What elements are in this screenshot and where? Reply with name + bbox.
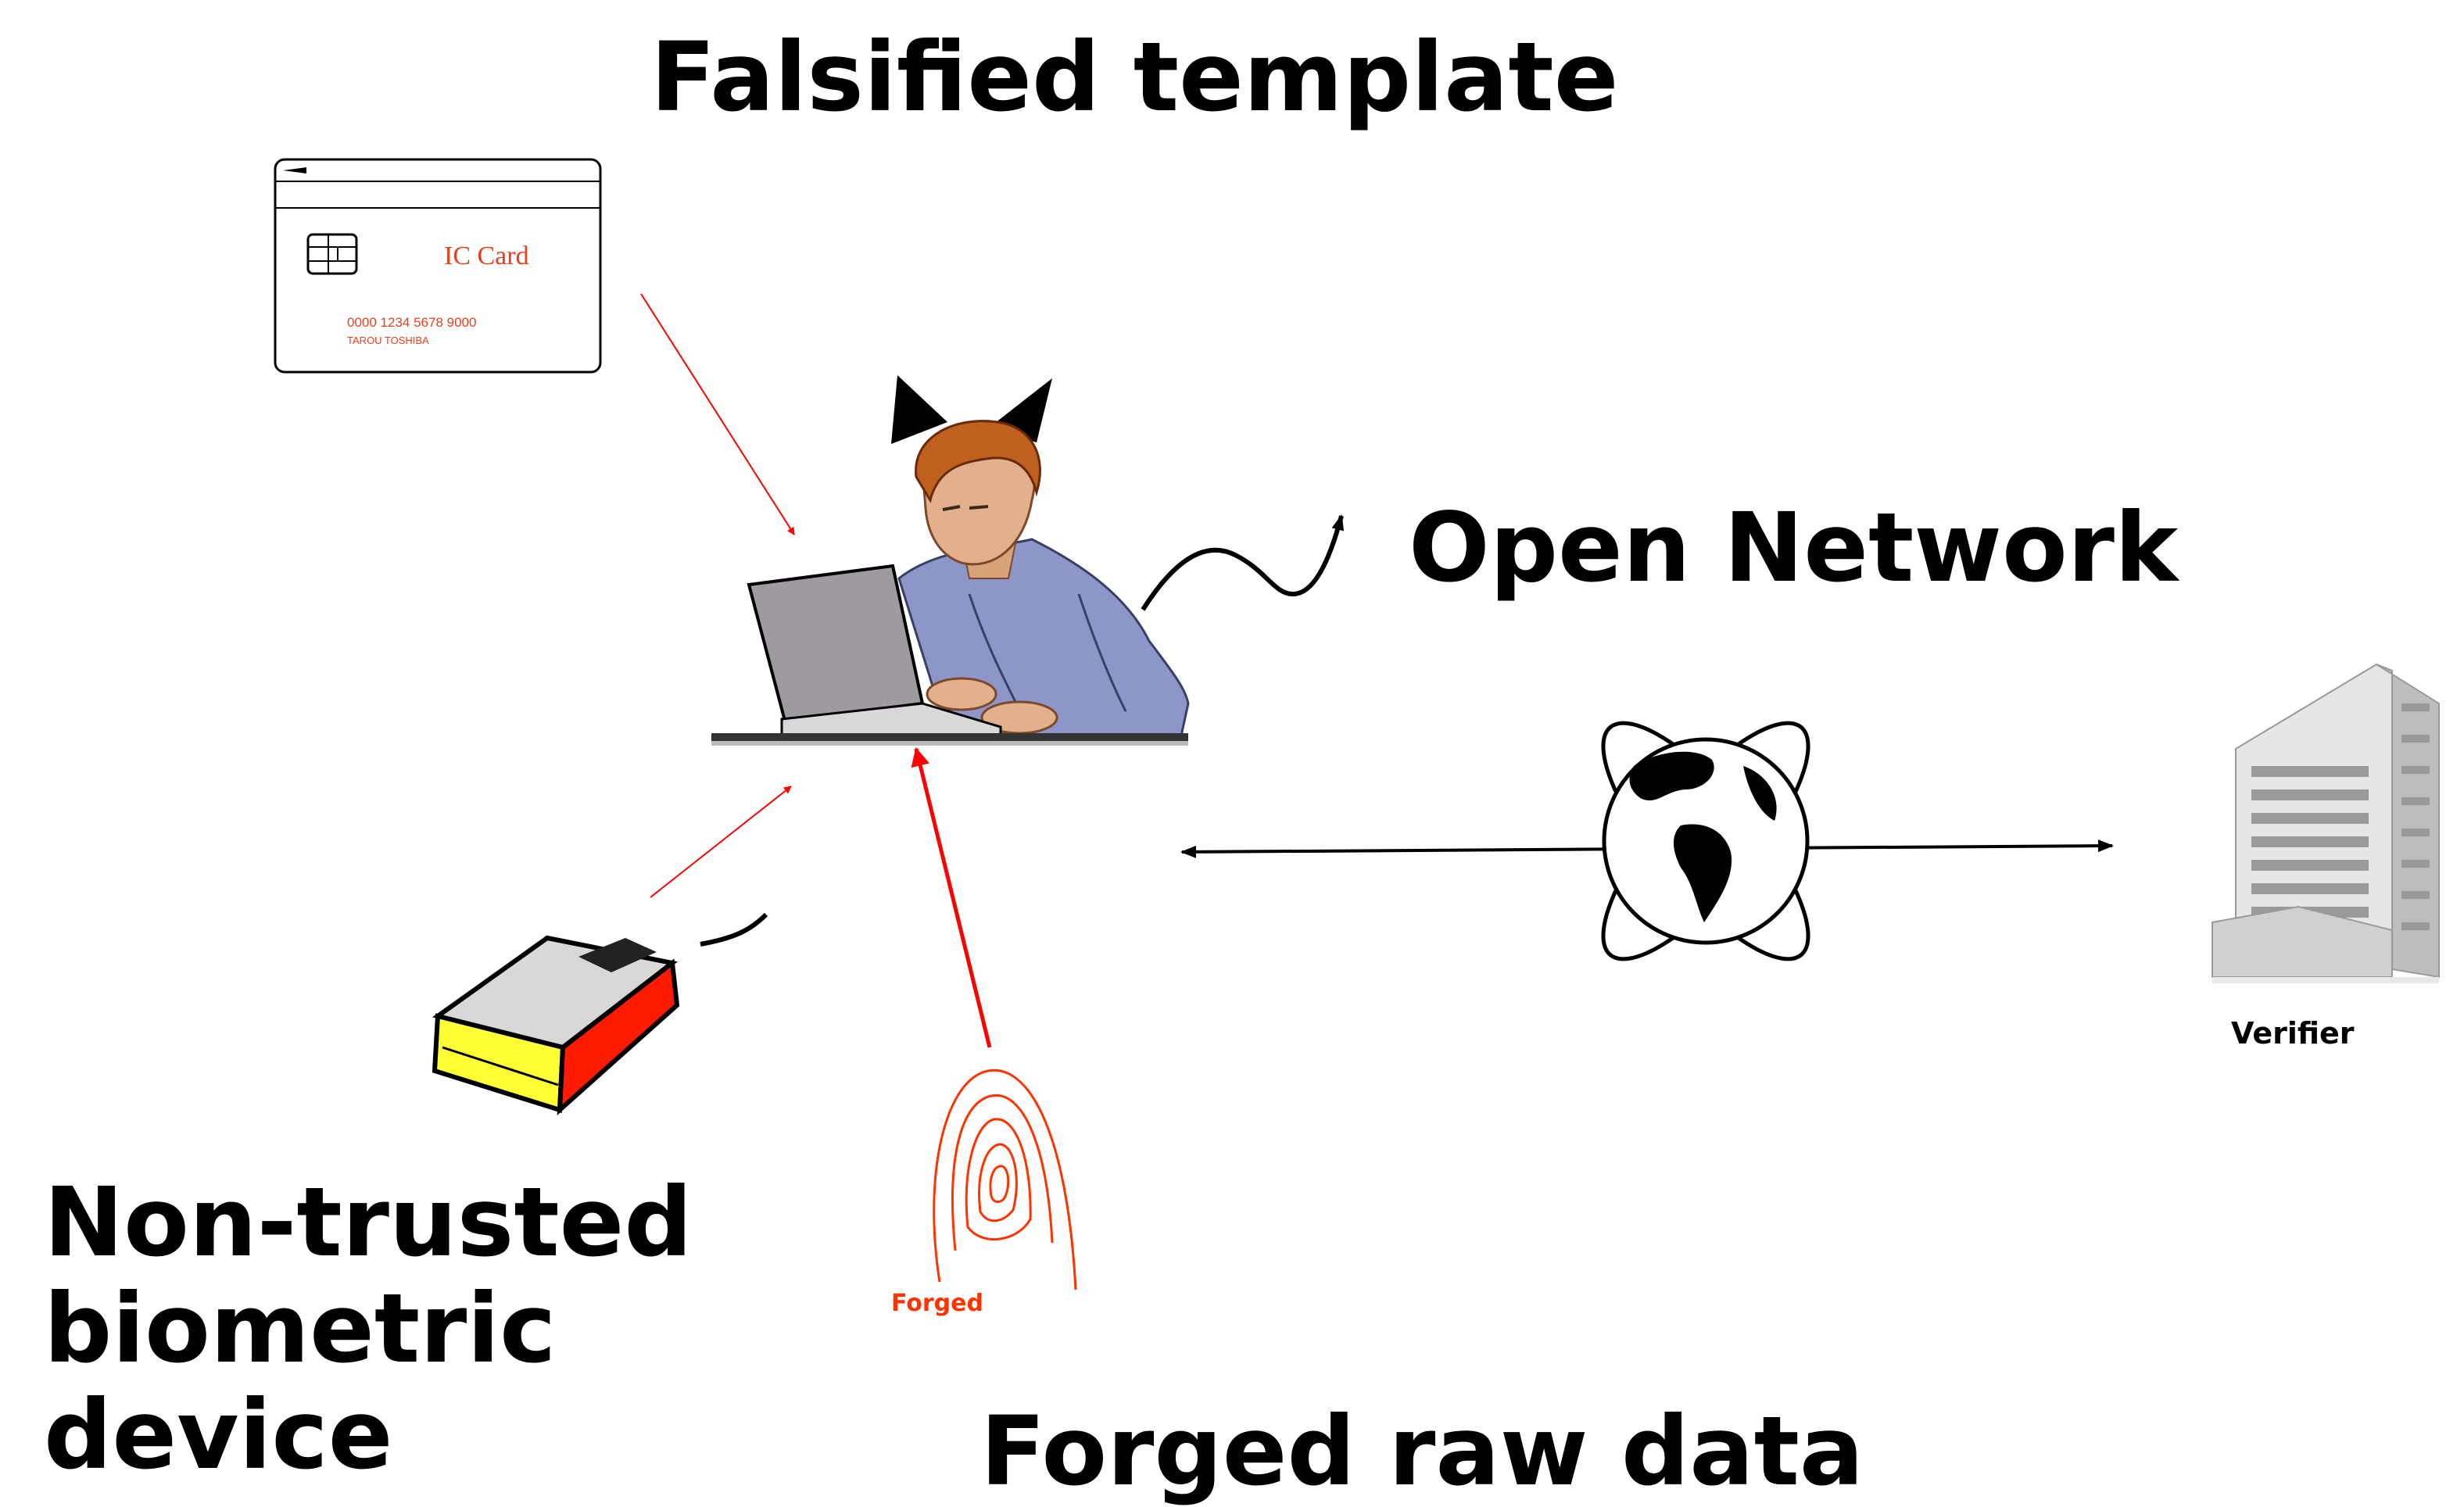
- open-network-label: Open Network: [1409, 492, 2179, 603]
- building-icon: [2212, 663, 2440, 983]
- attacker-laptop-icon: [711, 375, 1190, 746]
- ic-card-number: 0000 1234 5678 9000: [347, 315, 476, 330]
- card-to-attacker-arrow: [640, 293, 795, 535]
- verifier-label: Verifier: [2231, 1016, 2355, 1051]
- tail-icon: [1141, 514, 1345, 611]
- ic-card-icon: IC Card 0000 1234 5678 9000 TAROU TOSHIB…: [274, 158, 602, 374]
- horns-icon: [891, 375, 947, 444]
- forged-raw-data-label: Forged raw data: [980, 1396, 1864, 1507]
- biometric-reader-icon: [432, 912, 768, 1116]
- device-to-attacker-arrow: [650, 786, 792, 898]
- globe-icon: [1601, 721, 1810, 961]
- forged-data-to-attacker-arrow: [911, 747, 992, 1048]
- falsified-template-label: Falsified template: [650, 22, 1619, 133]
- ic-card-title: IC Card: [444, 242, 529, 270]
- non-trusted-device-label: Non-trusted biometric device: [44, 1167, 693, 1491]
- ic-card-holder: TAROU TOSHIBA: [347, 335, 429, 346]
- fingerprint-icon: [933, 1069, 1077, 1290]
- forged-fingerprint-label: Forged: [891, 1290, 983, 1317]
